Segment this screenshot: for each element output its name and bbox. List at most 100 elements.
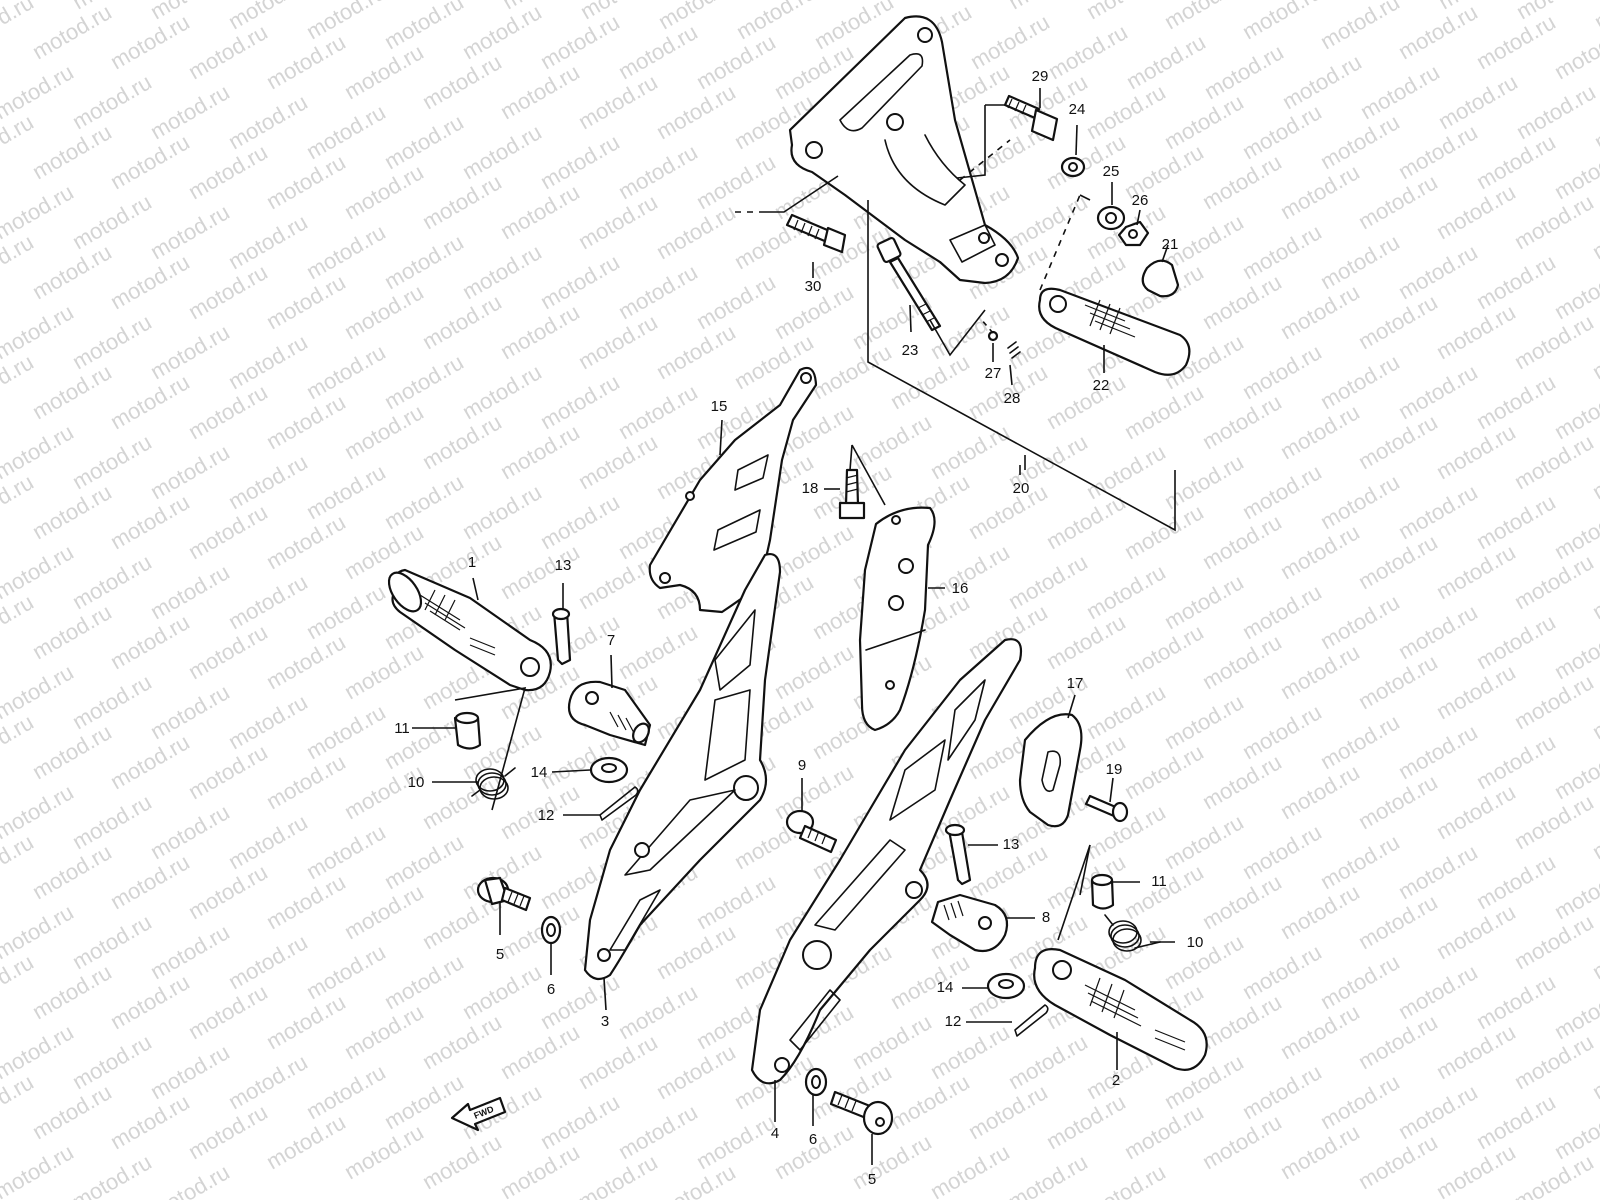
callout-12-left: 12 xyxy=(538,807,555,824)
watermark-text: motod.ru xyxy=(1510,669,1598,734)
watermark-text: motod.ru xyxy=(184,1099,272,1164)
callout-10-left: 10 xyxy=(408,774,425,791)
watermark-text: motod.ru xyxy=(654,0,742,34)
watermark-text: motod.ru xyxy=(302,819,390,884)
watermark-text: motod.ru xyxy=(224,809,312,874)
callout-30: 30 xyxy=(805,278,822,295)
watermark-text: motod.ru xyxy=(224,329,312,394)
watermark-text: motod.ru xyxy=(106,9,194,74)
watermark-text: motod.ru xyxy=(1160,449,1248,514)
watermark-text: motod.ru xyxy=(614,19,702,84)
watermark-text: motod.ru xyxy=(340,39,428,104)
callout-28: 28 xyxy=(1004,390,1021,407)
watermark-text: motod.ru xyxy=(418,1129,506,1194)
spring-10a xyxy=(471,767,516,800)
watermark-text: motod.ru xyxy=(106,849,194,914)
watermark-text: motod.ru xyxy=(1316,0,1404,54)
watermark-text: motod.ru xyxy=(692,149,780,214)
watermark-text: motod.ru xyxy=(848,1129,936,1194)
watermark-text: motod.ru xyxy=(536,249,624,314)
watermark-text: motod.ru xyxy=(262,149,350,214)
watermark-text: motod.ru xyxy=(1316,1069,1404,1134)
watermark-text: motod.ru xyxy=(184,859,272,924)
watermark-text: motod.ru xyxy=(1122,29,1210,94)
watermark-text: motod.ru xyxy=(1082,679,1170,744)
watermark-text: motod.ru xyxy=(1276,759,1364,824)
watermark-text: motod.ru xyxy=(224,689,312,754)
watermark-text: motod.ru xyxy=(1510,309,1598,374)
watermark-text: motod.ru xyxy=(106,609,194,674)
heel-plate-16 xyxy=(858,506,936,732)
watermark-text: motod.ru xyxy=(536,369,624,434)
watermark-text: motod.ru xyxy=(340,279,428,344)
watermark-text: motod.ru xyxy=(692,29,780,94)
watermark-text: motod.ru xyxy=(1512,0,1600,24)
callout-22: 22 xyxy=(1093,377,1110,394)
watermark-text: motod.ru xyxy=(1316,949,1404,1014)
watermark-text: motod.ru xyxy=(0,899,78,964)
watermark-text: motod.ru xyxy=(146,799,234,864)
watermark-text: motod.ru xyxy=(1004,0,1092,14)
watermark-text: motod.ru xyxy=(1472,489,1560,554)
watermark-text: motod.ru xyxy=(68,429,156,494)
watermark-text: motod.ru xyxy=(1472,9,1560,74)
callout-7: 7 xyxy=(607,632,615,649)
watermark-text: motod.ru xyxy=(496,59,584,124)
watermark-text: motod.ru xyxy=(28,0,116,64)
watermark-text: motod.ru xyxy=(1238,219,1326,284)
watermark-text: motod.ru xyxy=(224,929,312,994)
watermark-text: motod.ru xyxy=(1200,39,1288,104)
watermark-text: motod.ru xyxy=(262,869,350,934)
pivot-8 xyxy=(930,893,1009,953)
watermark-text: motod.ru xyxy=(1042,609,1130,674)
watermark-text: motod.ru xyxy=(574,309,662,374)
callout-13-left: 13 xyxy=(555,557,572,574)
watermark-text: motod.ru xyxy=(224,569,312,634)
watermark-text: motod.ru xyxy=(28,479,116,544)
watermark-text: motod.ru xyxy=(926,299,1014,364)
watermark-text: motod.ru xyxy=(574,189,662,254)
watermark-text: motod.ru xyxy=(1316,349,1404,414)
spring-28 xyxy=(1007,341,1021,359)
watermark-text: motod.ru xyxy=(68,189,156,254)
watermark-text: motod.ru xyxy=(1432,659,1520,724)
bolt-19 xyxy=(1084,794,1129,823)
callout-16: 16 xyxy=(952,580,969,597)
watermark-text: motod.ru xyxy=(184,19,272,84)
callout-29: 29 xyxy=(1032,68,1049,85)
watermark-text: motod.ru xyxy=(1510,549,1598,614)
watermark-text: motod.ru xyxy=(1238,579,1326,644)
watermark-text: motod.ru xyxy=(614,259,702,324)
watermark-text: motod.ru xyxy=(146,319,234,384)
watermark-text: motod.ru xyxy=(1238,339,1326,404)
watermark-text: motod.ru xyxy=(1276,279,1364,344)
watermark-text: motod.ru xyxy=(1160,689,1248,754)
watermark-text: motod.ru xyxy=(106,729,194,794)
watermark-text: motod.ru xyxy=(1394,479,1482,544)
watermark-text: motod.ru xyxy=(1510,189,1598,254)
watermark-text: motod.ru xyxy=(1316,709,1404,774)
bolt-5a xyxy=(476,876,532,912)
watermark-text: motod.ru xyxy=(1354,889,1442,954)
callout-12-right: 12 xyxy=(945,1013,962,1030)
watermark-text: motod.ru xyxy=(1276,519,1364,584)
watermark-text: motod.ru xyxy=(302,459,390,524)
watermark-text: motod.ru xyxy=(68,309,156,374)
watermark-text: motod.ru xyxy=(496,299,584,364)
watermark-text: motod.ru xyxy=(1510,1029,1598,1094)
watermark-text: motod.ru xyxy=(886,949,974,1014)
watermark-text: motod.ru xyxy=(1316,469,1404,534)
watermark-text: motod.ru xyxy=(1276,879,1364,944)
watermark-text: motod.ru xyxy=(1160,0,1248,34)
watermark-text: motod.ru xyxy=(1082,1159,1170,1200)
watermark-text: motod.ru xyxy=(380,0,468,54)
watermark-text: motod.ru xyxy=(146,1039,234,1104)
watermark-text: motod.ru xyxy=(184,139,272,204)
watermark-text: motod.ru xyxy=(1394,1079,1482,1144)
callout-labels: 1 2 3 4 5 5 6 6 7 8 9 10 10 11 11 12 12 … xyxy=(394,68,1203,1188)
watermark-text: motod.ru xyxy=(146,199,234,264)
watermark-text: motod.ru xyxy=(1120,859,1208,924)
watermark-text: motod.ru xyxy=(1472,849,1560,914)
watermark-text: motod.ru xyxy=(496,1019,584,1084)
watermark-text: motod.ru xyxy=(28,359,116,424)
